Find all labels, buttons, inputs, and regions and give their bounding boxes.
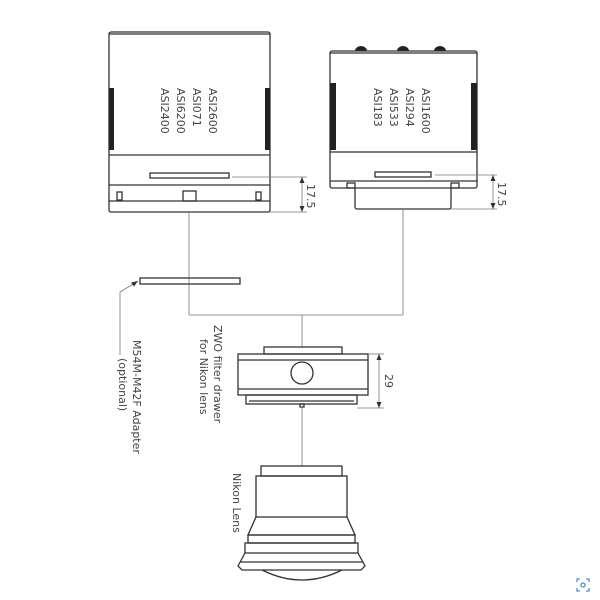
left-model-2: ASI071 (190, 88, 203, 127)
scan-icon[interactable] (576, 578, 590, 592)
right-model-2: ASI294 (403, 88, 416, 127)
adapter-label-1: M54M-M42F Adapter (130, 340, 143, 454)
adapter-label-2: (optional) (116, 358, 129, 411)
right-model-1: ASI1600 (419, 88, 432, 134)
drawer-dimension: 29 (382, 374, 395, 388)
filter-drawer: 29 ZWO filter drawer for Nikon lens (197, 325, 395, 424)
adapter-plate: M54M-M42F Adapter (optional) (116, 277, 241, 454)
left-model-4: ASI2400 (158, 88, 171, 134)
nikon-lens: Nikon Lens (230, 465, 366, 581)
left-camera: ASI2600 ASI071 ASI6200 ASI2400 17.5 (108, 31, 317, 213)
left-model-3: ASI6200 (174, 88, 187, 134)
left-dimension: 17.5 (304, 184, 317, 209)
right-model-4: ASI183 (371, 88, 384, 127)
right-dimension: 17.5 (495, 182, 508, 207)
left-model-1: ASI2600 (206, 88, 219, 134)
lens-label: Nikon Lens (230, 473, 243, 533)
drawer-label-1: ZWO filter drawer (211, 325, 224, 424)
drawer-label-2: for Nikon lens (197, 339, 210, 415)
right-camera: ASI1600 ASI294 ASI533 ASI183 17.5 (329, 46, 508, 210)
optical-axis-lines (188, 209, 404, 466)
right-model-3: ASI533 (387, 88, 400, 127)
